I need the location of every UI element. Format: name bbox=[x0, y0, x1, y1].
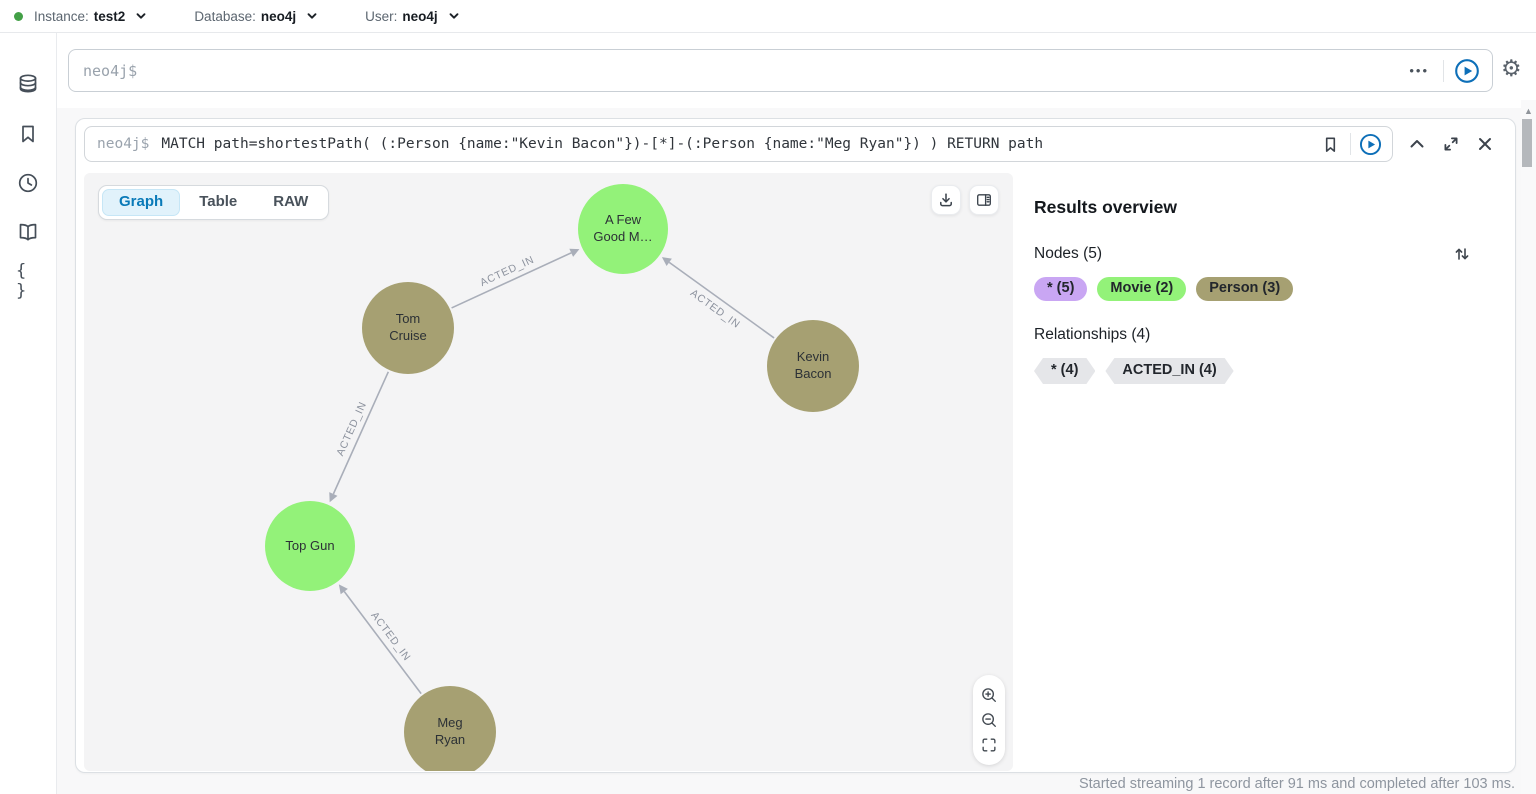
cypher-editor-placeholder: neo4j$ bbox=[83, 61, 138, 80]
database-label: Database: bbox=[194, 8, 256, 24]
edge-label: ACTED_IN bbox=[334, 400, 369, 458]
edge-label: ACTED_IN bbox=[368, 610, 413, 664]
bookmark-icon[interactable] bbox=[16, 122, 40, 146]
graph-node-kevin-bacon[interactable]: Kevin Bacon bbox=[767, 320, 859, 412]
frame-actions bbox=[1406, 134, 1495, 155]
instance-label: Instance: bbox=[34, 8, 89, 24]
user-selector[interactable]: User: neo4j bbox=[365, 9, 461, 24]
cypher-editor[interactable]: neo4j$ ••• bbox=[68, 49, 1493, 92]
relationship-type-badge[interactable]: * (4) bbox=[1034, 358, 1095, 384]
instance-selector[interactable]: Instance: test2 bbox=[14, 9, 148, 24]
zoom-out-icon[interactable] bbox=[980, 711, 998, 729]
settings-gear-icon[interactable]: ⚙ bbox=[1501, 55, 1522, 81]
save-bookmark-icon[interactable] bbox=[1318, 132, 1342, 156]
node-label-badge[interactable]: * (5) bbox=[1034, 277, 1088, 301]
frame-header: neo4j$ MATCH path=shortestPath( (:Person… bbox=[76, 119, 1515, 169]
history-clock-icon[interactable] bbox=[16, 171, 40, 195]
collapse-chevron-up-icon[interactable] bbox=[1406, 134, 1427, 155]
tab-raw[interactable]: RAW bbox=[273, 193, 309, 210]
scrollbar-thumb[interactable] bbox=[1522, 119, 1532, 167]
guides-book-icon[interactable] bbox=[16, 220, 40, 244]
chevron-down-icon bbox=[447, 9, 461, 23]
query-status-text: Started streaming 1 record after 91 ms a… bbox=[1078, 776, 1515, 792]
graph-node-meg-ryan[interactable]: Meg Ryan bbox=[404, 686, 496, 771]
run-query-button[interactable] bbox=[1454, 58, 1480, 84]
expand-fullscreen-icon[interactable] bbox=[1440, 134, 1461, 155]
scrollbar-up-arrow[interactable]: ▲ bbox=[1524, 106, 1533, 116]
database-selector[interactable]: Database: neo4j bbox=[194, 9, 319, 24]
fit-to-view-icon[interactable] bbox=[980, 736, 998, 754]
instance-value: test2 bbox=[93, 8, 126, 24]
view-tabs: Graph Table RAW bbox=[98, 185, 330, 220]
user-label: User: bbox=[365, 8, 398, 24]
close-icon[interactable] bbox=[1474, 134, 1495, 155]
graph-node-tom-cruise[interactable]: Tom Cruise bbox=[362, 282, 454, 374]
node-label-badge[interactable]: Movie (2) bbox=[1097, 277, 1187, 301]
frame-query-text: MATCH path=shortestPath( (:Person {name:… bbox=[161, 136, 1044, 152]
left-sidebar: { } bbox=[0, 33, 57, 794]
user-value: neo4j bbox=[402, 8, 438, 24]
graph-node-top-gun[interactable]: Top Gun bbox=[265, 501, 355, 591]
frame-query-input[interactable]: neo4j$ MATCH path=shortestPath( (:Person… bbox=[84, 126, 1393, 162]
instance-status-dot bbox=[14, 11, 23, 21]
zoom-in-icon[interactable] bbox=[980, 686, 998, 704]
divider bbox=[1350, 133, 1351, 155]
edge-label: ACTED_IN bbox=[478, 254, 536, 289]
tab-graph[interactable]: Graph bbox=[102, 189, 181, 216]
chevron-down-icon bbox=[134, 9, 148, 23]
sort-icon[interactable] bbox=[1453, 245, 1471, 263]
more-options-icon[interactable]: ••• bbox=[1409, 63, 1429, 78]
relationships-heading: Relationships (4) bbox=[1034, 326, 1151, 343]
results-overview-panel: Results overview Nodes (5) * (5) Movie (2… bbox=[1013, 169, 1515, 772]
database-icon[interactable] bbox=[16, 73, 40, 97]
node-label-badges: * (5) Movie (2) Person (3) bbox=[1034, 277, 1471, 301]
nodes-heading: Nodes (5) bbox=[1034, 245, 1103, 262]
relationship-type-badges: * (4) ACTED_IN (4) bbox=[1034, 358, 1471, 384]
database-value: neo4j bbox=[260, 8, 297, 24]
relationship-type-badge[interactable]: ACTED_IN (4) bbox=[1105, 358, 1233, 384]
results-overview-title: Results overview bbox=[1034, 197, 1177, 217]
frame-run-button[interactable] bbox=[1359, 133, 1382, 156]
divider bbox=[1443, 59, 1444, 82]
scrollbar-track[interactable] bbox=[1521, 100, 1536, 794]
toggle-side-panel-icon[interactable] bbox=[969, 185, 999, 215]
query-frame: neo4j$ MATCH path=shortestPath( (:Person… bbox=[75, 118, 1516, 773]
frame-prompt: neo4j$ bbox=[97, 136, 150, 152]
tab-table[interactable]: Table bbox=[199, 193, 238, 210]
parameters-braces-icon[interactable]: { } bbox=[16, 261, 30, 301]
top-bar: Instance: test2 Database: neo4j User: ne… bbox=[0, 0, 1536, 33]
download-icon[interactable] bbox=[931, 185, 961, 215]
zoom-controls bbox=[973, 675, 1005, 765]
node-label-badge[interactable]: Person (3) bbox=[1196, 277, 1294, 301]
graph-node-a-few-good-men[interactable]: A Few Good M… bbox=[578, 184, 668, 274]
chevron-down-icon bbox=[305, 9, 319, 23]
